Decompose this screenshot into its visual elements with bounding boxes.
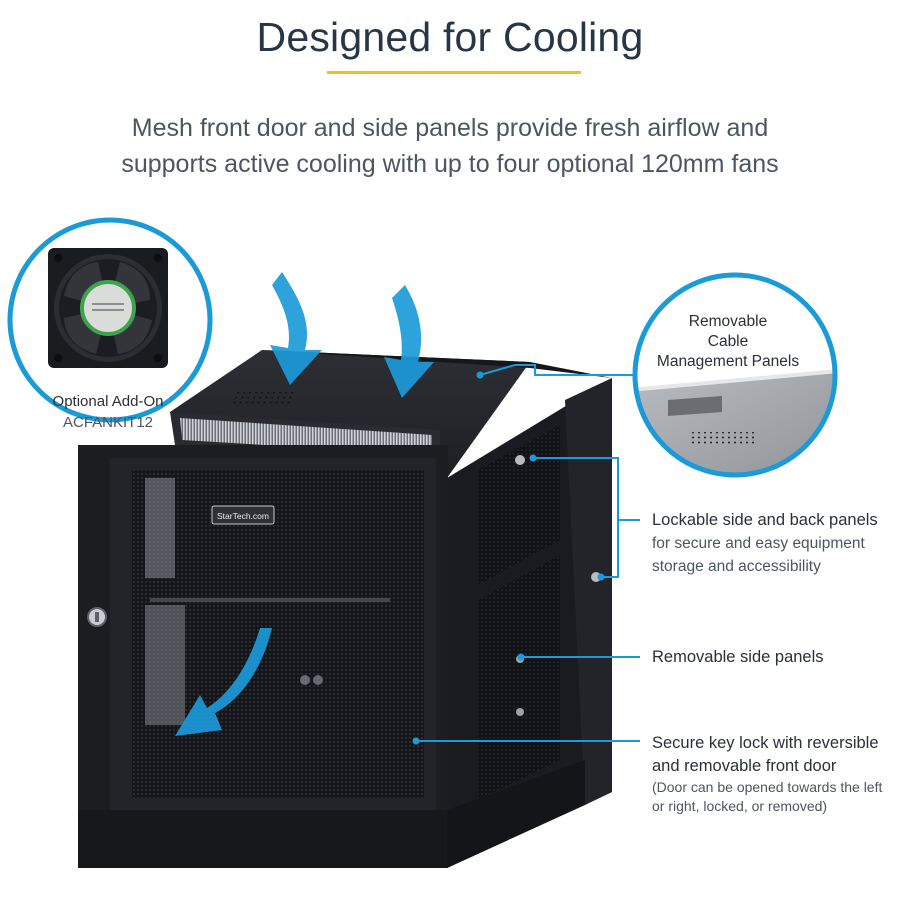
fan-inset	[7, 217, 213, 423]
feature-key-lock-door: Secure key lock with reversible and remo…	[652, 732, 882, 816]
fan-inset-caption-title: Optional Add-On	[52, 393, 164, 410]
cable-panel-label-line-3: Management Panels	[656, 353, 800, 370]
top-vent-right	[232, 392, 298, 404]
feature-heading-line-1: Secure key lock with reversible	[652, 734, 879, 752]
callout-dots	[412, 371, 605, 745]
interior-shelf	[150, 598, 390, 602]
base-side	[447, 760, 585, 868]
interior-bolt	[300, 675, 310, 685]
page-title: Designed for Cooling	[256, 14, 644, 60]
wall-mount-cabinet: StarTech.com	[78, 350, 612, 868]
back-panel-edge	[565, 378, 612, 805]
feature-heading-line-2: and removable front door	[652, 757, 837, 775]
side-lock-knob-upper	[515, 455, 525, 465]
fan-hub-label	[82, 282, 134, 334]
side-lock-knob-lower	[591, 572, 601, 582]
side-mesh-upper	[478, 425, 560, 585]
callout-dot	[412, 737, 420, 745]
callout-line-lockable	[533, 457, 640, 578]
callout-dot	[517, 653, 525, 661]
subtitle-line-1: Mesh front door and side panels provide …	[131, 114, 769, 142]
airflow-arrow-front	[175, 628, 272, 736]
feature-lockable-panels: Lockable side and back panels for secure…	[652, 509, 878, 578]
callout-line-cable-panels	[479, 364, 636, 376]
title-underline	[327, 71, 581, 74]
fan-mount-hole	[54, 354, 62, 362]
cable-panel-inset-ring	[632, 272, 838, 478]
cabinet-base	[78, 810, 448, 868]
startech-badge	[211, 505, 275, 525]
fan-inset-ring	[7, 217, 213, 423]
subtitle: Mesh front door and side panels provide …	[40, 110, 860, 182]
fan-mount-hole	[154, 254, 162, 262]
interior-bolt	[313, 675, 323, 685]
startech-badge-text: StarTech.com	[217, 511, 269, 521]
feature-note-line-1: (Door can be opened towards the left	[652, 779, 883, 795]
callout-dot	[529, 454, 537, 462]
interior-rail-left-lower	[145, 605, 185, 725]
callout-dot	[597, 573, 605, 581]
feature-desc-line-2: storage and accessibility	[652, 558, 821, 575]
feature-removable-side-panels: Removable side panels	[652, 646, 824, 669]
cable-panel-label: Removable Cable Management Panels	[638, 312, 818, 372]
airflow-arrow-left	[270, 272, 322, 385]
cable-panel-label-line-2: Cable	[707, 333, 749, 350]
cable-panel-label-line-1: Removable	[688, 313, 768, 330]
subtitle-line-2: supports active cooling with up to four …	[121, 150, 779, 178]
cable-panel-tab	[668, 396, 722, 416]
door-lock-slot	[95, 612, 99, 622]
cable-panel-inset	[632, 272, 838, 478]
feature-desc-line-1: for secure and easy equipment	[652, 535, 865, 552]
fan-inset-caption-sku: ACFANKIT12	[62, 414, 154, 431]
feature-note-line-2: or right, locked, or removed)	[652, 798, 828, 814]
interior-rail-left	[145, 478, 175, 578]
callout-dot	[476, 371, 484, 379]
side-panel-latch	[516, 708, 524, 716]
feature-heading: Lockable side and back panels	[652, 511, 878, 529]
feature-heading: Removable side panels	[652, 648, 824, 666]
airflow-arrows	[175, 272, 434, 736]
fan-mount-hole	[54, 254, 62, 262]
side-mesh-lower	[478, 555, 560, 800]
airflow-arrow-right	[384, 285, 434, 398]
fan-mount-hole	[154, 354, 162, 362]
callout-lines	[416, 364, 640, 742]
cable-panel-vent	[688, 432, 758, 446]
